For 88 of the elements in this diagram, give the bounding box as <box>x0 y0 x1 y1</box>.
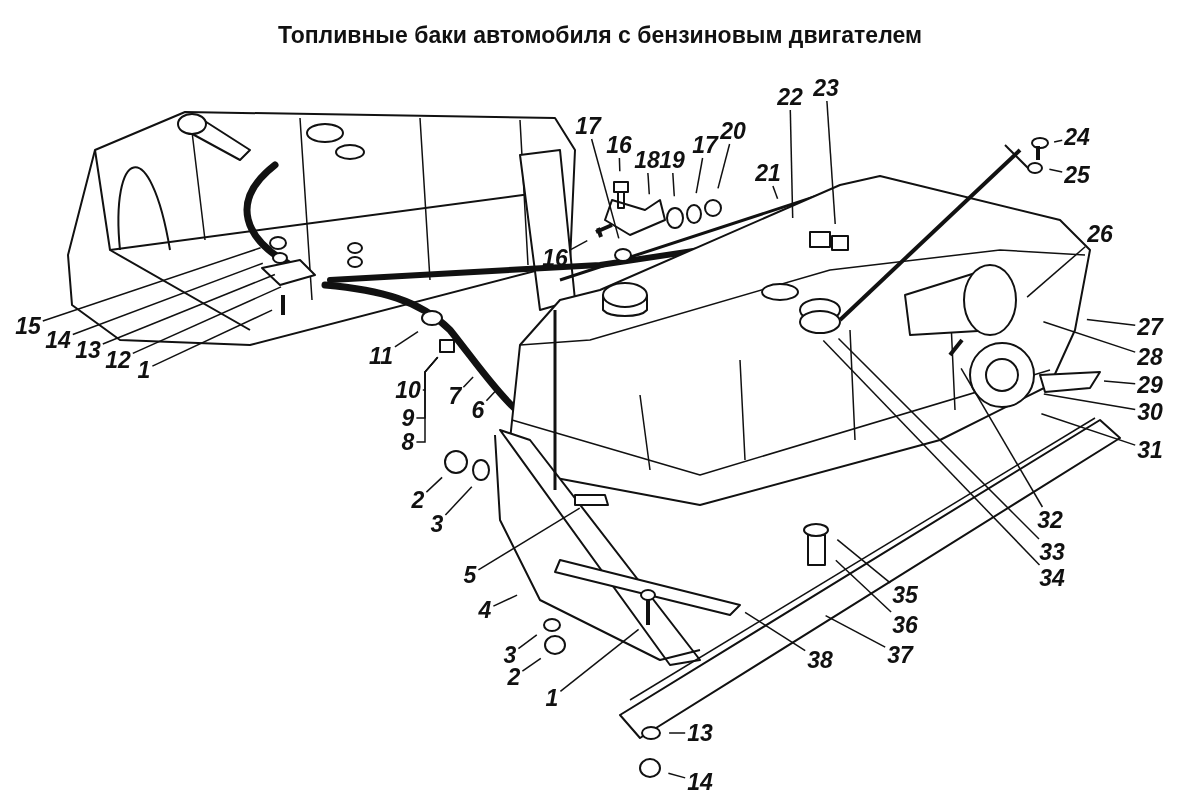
callout-number: 8 <box>401 430 415 454</box>
leader-line <box>559 628 640 693</box>
leader-line <box>789 109 794 219</box>
callout-number: 5 <box>463 563 477 587</box>
leader-line <box>1026 246 1086 298</box>
leader-line <box>822 339 1041 566</box>
title: Топливные баки автомобиля с бензиновым двигателем <box>278 22 922 49</box>
leader-line <box>569 239 589 251</box>
leader-line <box>960 367 1044 508</box>
callout-number: 7 <box>448 384 462 408</box>
leader-line <box>1103 380 1136 385</box>
callout-number: 18 <box>634 148 660 172</box>
leader-line <box>837 337 1040 540</box>
callout-number: 24 <box>1064 125 1090 149</box>
callout-number: 17 <box>575 114 601 138</box>
callout-number: 35 <box>892 583 918 607</box>
callout-number: 20 <box>720 119 746 143</box>
callout-number: 3 <box>503 643 517 667</box>
callout-number: 13 <box>75 338 101 362</box>
callout-number: 13 <box>687 721 713 745</box>
callout-number: 27 <box>1137 315 1163 339</box>
leader-line <box>521 657 542 672</box>
callout-number: 33 <box>1039 540 1065 564</box>
callout-number: 26 <box>1087 222 1113 246</box>
leader-line <box>1043 393 1136 411</box>
leader-line <box>695 157 704 194</box>
callout-number: 28 <box>1137 345 1163 369</box>
callout-number: 4 <box>478 598 492 622</box>
callout-number: 9 <box>401 406 415 430</box>
leader-line <box>102 273 276 345</box>
callout-number: 2 <box>507 665 521 689</box>
leader-line <box>492 594 518 607</box>
callout-number: 17 <box>692 133 718 157</box>
callout-number: 29 <box>1137 373 1163 397</box>
callout-number: 1 <box>545 686 559 710</box>
callout-number: 11 <box>369 344 393 368</box>
leader-line <box>836 538 891 584</box>
leader-line <box>1048 168 1063 173</box>
leader-line <box>744 611 806 652</box>
leader-line <box>826 100 836 225</box>
callout-number: 2 <box>411 488 425 512</box>
leader-line <box>668 732 686 734</box>
leader-line <box>667 772 686 779</box>
callout-number: 31 <box>1137 438 1163 462</box>
leader-line <box>415 356 439 443</box>
leader-line <box>1042 321 1136 353</box>
leader-line <box>1040 413 1136 446</box>
callout-number: 38 <box>807 648 833 672</box>
leader-line <box>835 559 892 613</box>
leader-line <box>394 330 419 348</box>
callout-number: 14 <box>687 770 713 794</box>
callout-number: 23 <box>813 76 839 100</box>
leader-line <box>151 309 273 367</box>
callout-number: 30 <box>1137 400 1163 424</box>
leader-line <box>477 507 581 571</box>
callout-number: 16 <box>606 133 632 157</box>
leader-line <box>517 634 538 650</box>
leader-line <box>772 185 779 200</box>
callout-number: 15 <box>15 314 41 338</box>
leader-line <box>590 138 620 240</box>
leader-line <box>42 247 262 322</box>
leader-line <box>824 614 886 648</box>
callout-number: 3 <box>430 512 444 536</box>
leader-line <box>618 157 621 173</box>
callout-number: 25 <box>1064 163 1090 187</box>
callout-number: 37 <box>887 643 913 667</box>
leader-line <box>444 486 473 516</box>
callout-number: 19 <box>659 148 685 172</box>
leader-line <box>1053 139 1063 143</box>
leader-line <box>72 262 264 336</box>
leader-line <box>717 143 731 190</box>
callout-number: 22 <box>777 85 803 109</box>
callout-number: 1 <box>137 358 151 382</box>
leader-line <box>485 390 497 402</box>
leader-line <box>425 476 443 493</box>
leader-line <box>1086 318 1136 326</box>
leader-line <box>462 376 474 388</box>
leader-line <box>132 286 282 355</box>
callout-number: 6 <box>471 398 485 422</box>
callout-number: 12 <box>105 348 131 372</box>
callout-number: 36 <box>892 613 918 637</box>
callout-number: 21 <box>755 161 781 185</box>
callout-number: 32 <box>1037 508 1063 532</box>
leader-line <box>647 172 651 196</box>
callout-number: 34 <box>1039 566 1065 590</box>
callout-number: 10 <box>395 378 421 402</box>
callout-number: 14 <box>45 328 71 352</box>
leader-line <box>672 172 676 198</box>
